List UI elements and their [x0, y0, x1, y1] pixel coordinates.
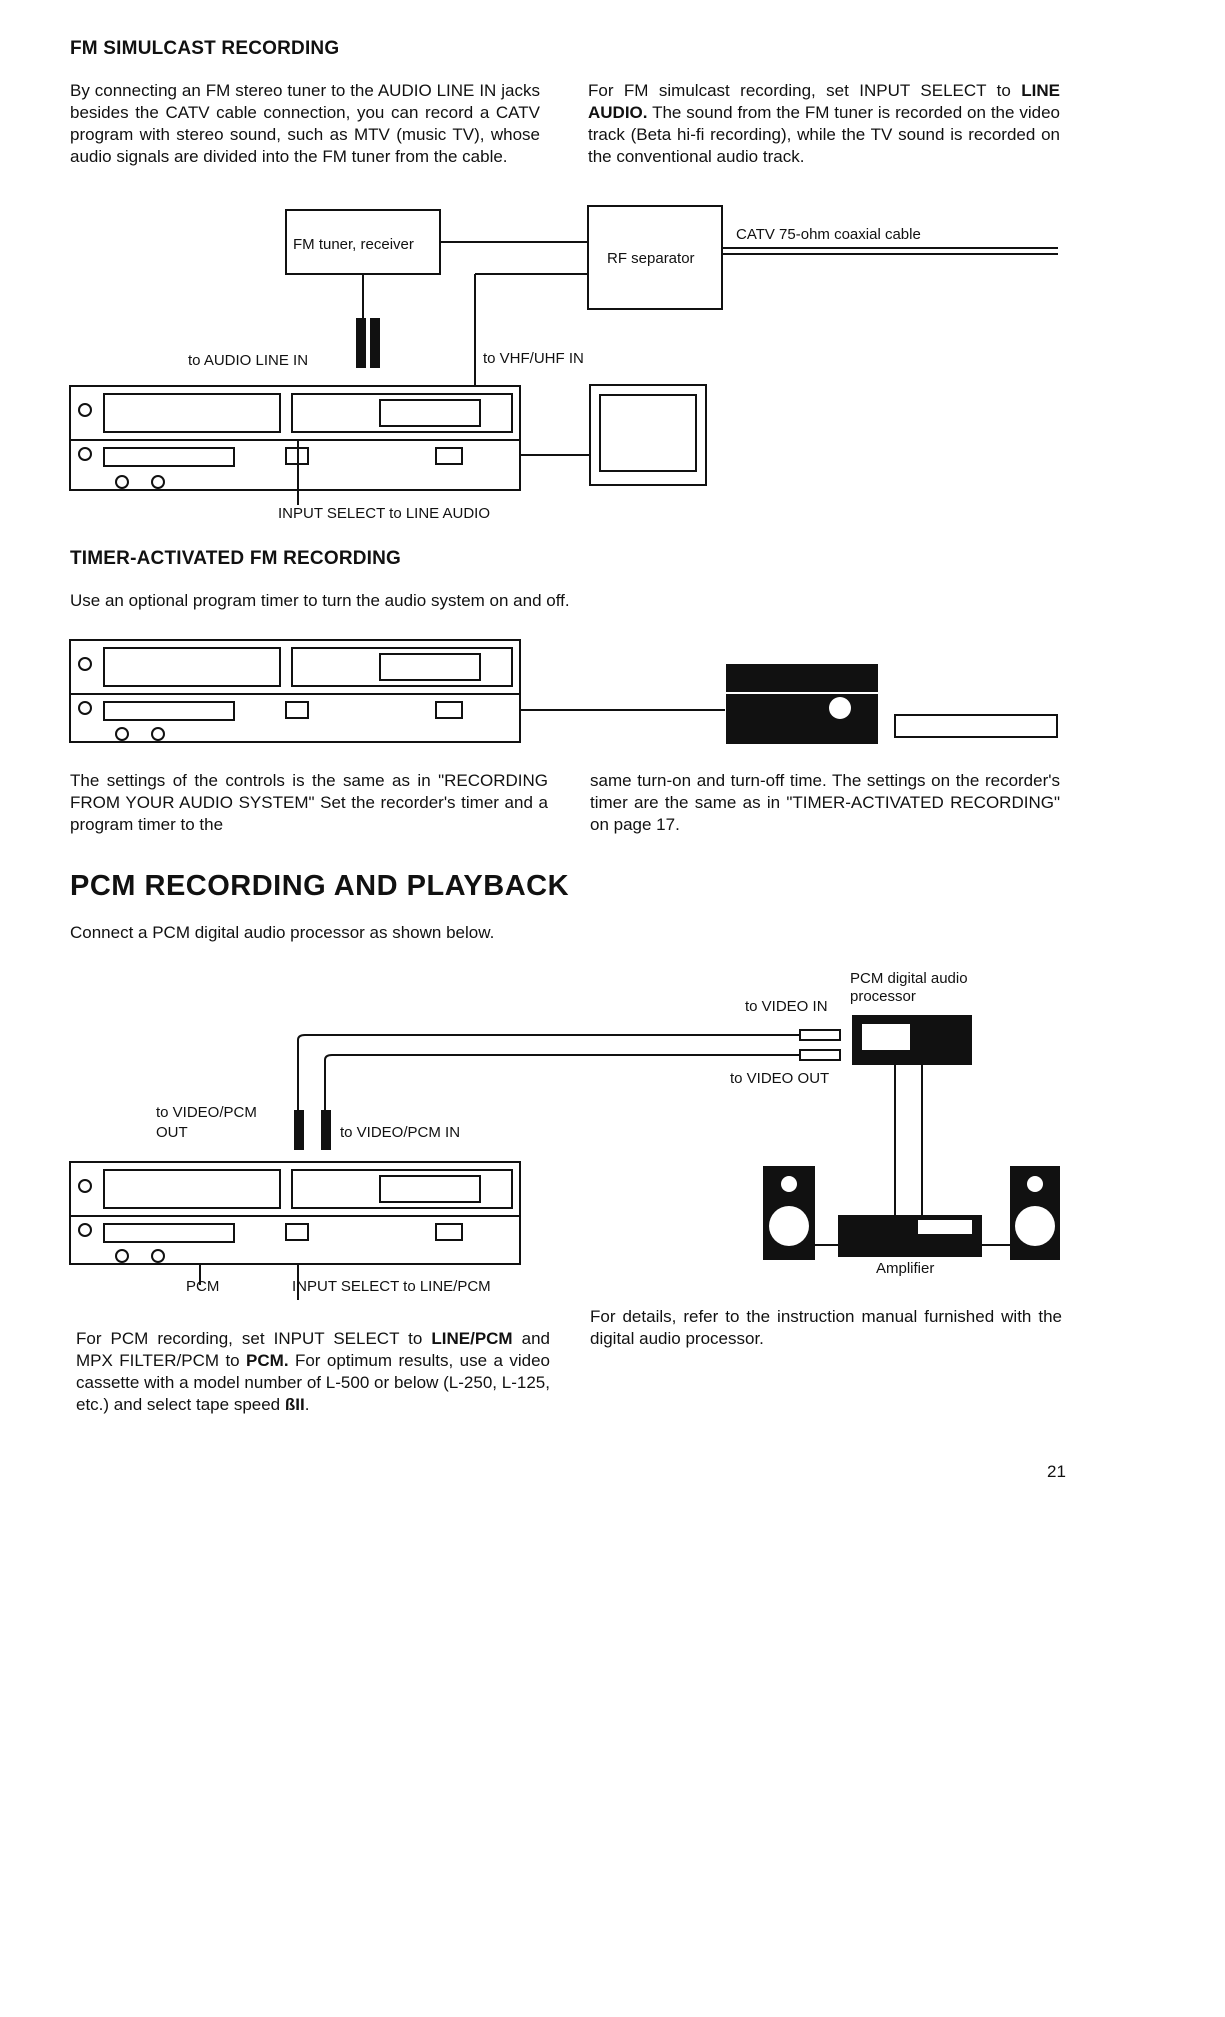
fm-simulcast-heading: FM SIMULCAST RECORDING: [70, 38, 340, 59]
audio-deck-top: [726, 664, 878, 692]
to-vhf-uhf-in-label: to VHF/UHF IN: [483, 350, 584, 367]
timer-fm-intro: Use an optional program timer to turn th…: [70, 591, 570, 610]
timer-fm-para-left: The settings of the controls is the same…: [70, 771, 548, 834]
pcm-left-d: PCM.: [246, 1351, 289, 1370]
to-video-pcm-out-label-1: to VIDEO/PCM: [156, 1104, 257, 1121]
pcm-left-c: and MPX FILTER/PCM to: [76, 1329, 550, 1370]
pcm-processor-label-1: PCM digital audio: [850, 970, 968, 987]
pcm-para-left: For PCM recording, set INPUT SELECT to L…: [76, 1328, 550, 1416]
audio-deck-bottom: [726, 694, 878, 744]
fm-right-text-c: The sound from the FM tuner is recorded …: [588, 103, 1060, 166]
to-video-pcm-out-label-2: OUT: [156, 1124, 188, 1141]
program-timer: [894, 714, 1058, 738]
vcr-1: [69, 385, 521, 491]
speaker-right: [1010, 1166, 1060, 1260]
rf-separator-label: RF separator: [607, 250, 695, 267]
to-video-pcm-in-label: to VIDEO/PCM IN: [340, 1124, 461, 1141]
input-select-line-audio-label: INPUT SELECT to LINE AUDIO: [278, 505, 491, 522]
to-audio-line-in-label: to AUDIO LINE IN: [188, 352, 309, 369]
fm-right-text-a: For FM simulcast recording, set INPUT SE…: [588, 81, 1022, 100]
pcm-left-f: .: [304, 1395, 310, 1414]
amplifier-device: [838, 1215, 982, 1257]
pcm-left-a: For PCM recording, set INPUT SELECT to: [76, 1329, 432, 1348]
fm-simulcast-para-left: By connecting an FM stereo tuner to the …: [70, 81, 540, 166]
vcr-2: [69, 639, 521, 743]
fm-right-text-b: LINE AUDIO.: [588, 81, 1060, 122]
fm-simulcast-para-right: For FM simulcast recording, set INPUT SE…: [588, 80, 1060, 168]
input-select-line-pcm-label: INPUT SELECT to LINE/PCM: [292, 1278, 491, 1295]
pcm-label: PCM: [186, 1278, 220, 1295]
pcm-intro: Connect a PCM digital audio processor as…: [70, 923, 495, 942]
page-number: 21: [1047, 1462, 1066, 1481]
pcm-processor-device: [852, 1015, 972, 1065]
timer-fm-para-right: same turn-on and turn-off time. The sett…: [590, 771, 1060, 834]
timer-fm-heading: TIMER-ACTIVATED FM RECORDING: [70, 548, 402, 569]
pcm-left-b: LINE/PCM: [431, 1329, 513, 1348]
pcm-heading: PCM RECORDING AND PLAYBACK: [70, 870, 570, 902]
pcm-left-e: For optimum results, use a video cassett…: [76, 1351, 550, 1414]
catv-cable-label: CATV 75-ohm coaxial cable: [736, 226, 921, 243]
pcm-processor-label-2: processor: [850, 988, 916, 1005]
pcm-para-right: For details, refer to the instruction ma…: [590, 1307, 1062, 1348]
speaker-left: [763, 1166, 815, 1260]
vcr-3: [69, 1161, 521, 1265]
tape-speed-symbol: ßII: [284, 1395, 305, 1414]
to-video-out-label: to VIDEO OUT: [730, 1070, 830, 1087]
amplifier-label: Amplifier: [876, 1260, 935, 1277]
to-video-in-label: to VIDEO IN: [745, 998, 828, 1015]
fm-tuner-label: FM tuner, receiver: [293, 236, 414, 253]
tv-box: [589, 384, 707, 486]
